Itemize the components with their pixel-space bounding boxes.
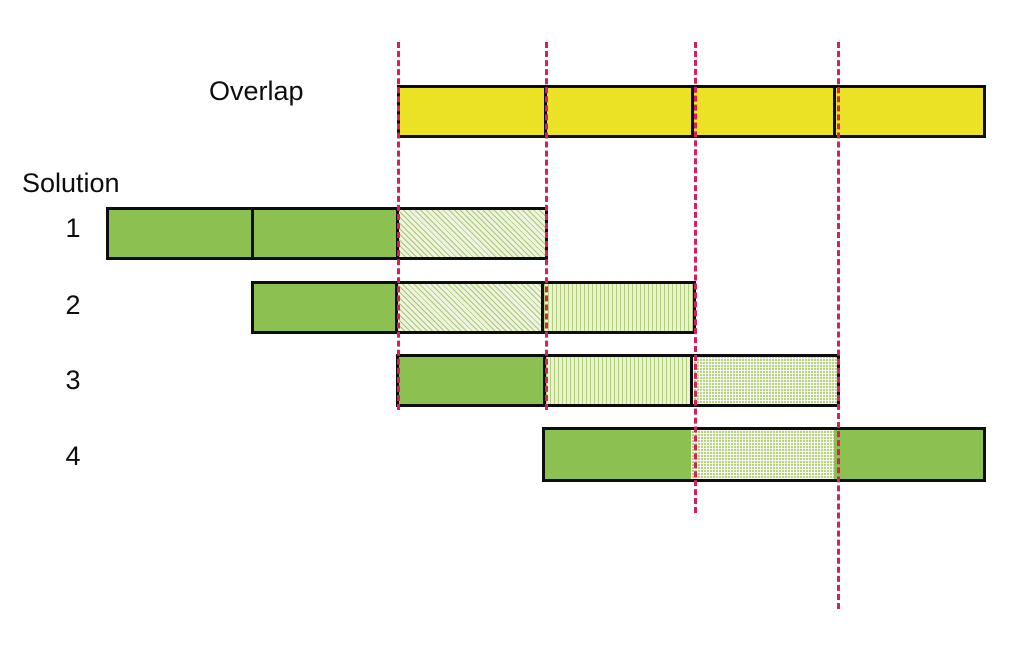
solution-bar-3[interactable]: [396, 354, 840, 407]
overlap-title-label: Overlap: [209, 76, 304, 106]
solution-4-segment-1[interactable]: [545, 430, 691, 479]
solution-3-segment-3[interactable]: [693, 357, 837, 404]
solution-2-segment-3[interactable]: [544, 284, 693, 331]
row-label-3: 3: [65, 365, 81, 395]
overlap-bar[interactable]: [397, 85, 986, 138]
overlap-segment-4[interactable]: [835, 88, 983, 135]
overlap-segment-3[interactable]: [693, 88, 836, 135]
row-label-2: 2: [65, 290, 81, 320]
overlap-segment-2[interactable]: [546, 88, 694, 135]
solution-2-segment-1[interactable]: [254, 284, 399, 331]
guide-1: [397, 42, 400, 410]
overlap-segment-1[interactable]: [400, 88, 547, 135]
solution-1-segment-2[interactable]: [254, 210, 400, 257]
solution-bar-4[interactable]: [542, 427, 986, 482]
solution-3-segment-1[interactable]: [399, 357, 546, 404]
solution-group-label: Solution: [22, 168, 120, 198]
solution-4-segment-2[interactable]: [691, 430, 835, 479]
solution-2-segment-2[interactable]: [398, 284, 545, 331]
solution-3-segment-2[interactable]: [546, 357, 693, 404]
solution-bar-1[interactable]: [106, 207, 548, 260]
row-label-4: 4: [65, 441, 81, 471]
row-label-1: 1: [65, 213, 81, 243]
guide-3: [694, 42, 697, 513]
solution-1-segment-3[interactable]: [399, 210, 545, 257]
guide-4: [837, 42, 840, 609]
solution-bar-2[interactable]: [251, 281, 696, 334]
solution-4-segment-3[interactable]: [834, 430, 983, 479]
solution-1-segment-1[interactable]: [109, 210, 255, 257]
guide-2: [545, 42, 548, 410]
